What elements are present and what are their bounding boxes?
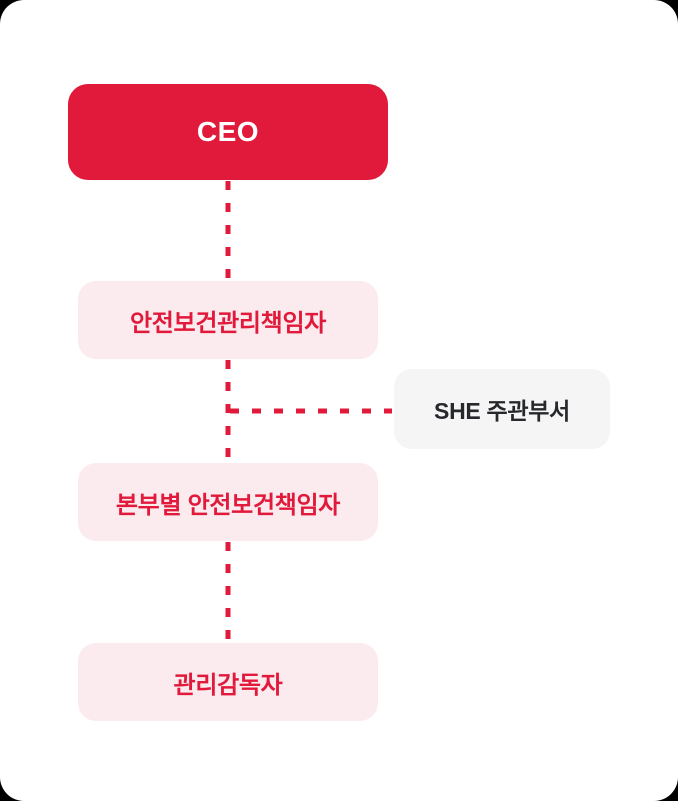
node-she-lead-department: SHE 주관부서: [394, 369, 610, 449]
node-management-supervisor: 관리감독자: [78, 643, 378, 721]
node-ceo: CEO: [68, 84, 388, 180]
node-safety-health-management-officer: 안전보건관리책임자: [78, 281, 378, 359]
node-division-safety-health-officer-label: 본부별 안전보건책임자: [115, 491, 341, 519]
node-division-safety-health-officer: 본부별 안전보건책임자: [78, 463, 378, 541]
node-ceo-label: CEO: [196, 116, 260, 147]
node-safety-health-management-officer-label: 안전보건관리책임자: [129, 309, 327, 337]
node-she-lead-department-label: SHE 주관부서: [434, 398, 570, 424]
node-management-supervisor-label: 관리감독자: [173, 671, 283, 699]
